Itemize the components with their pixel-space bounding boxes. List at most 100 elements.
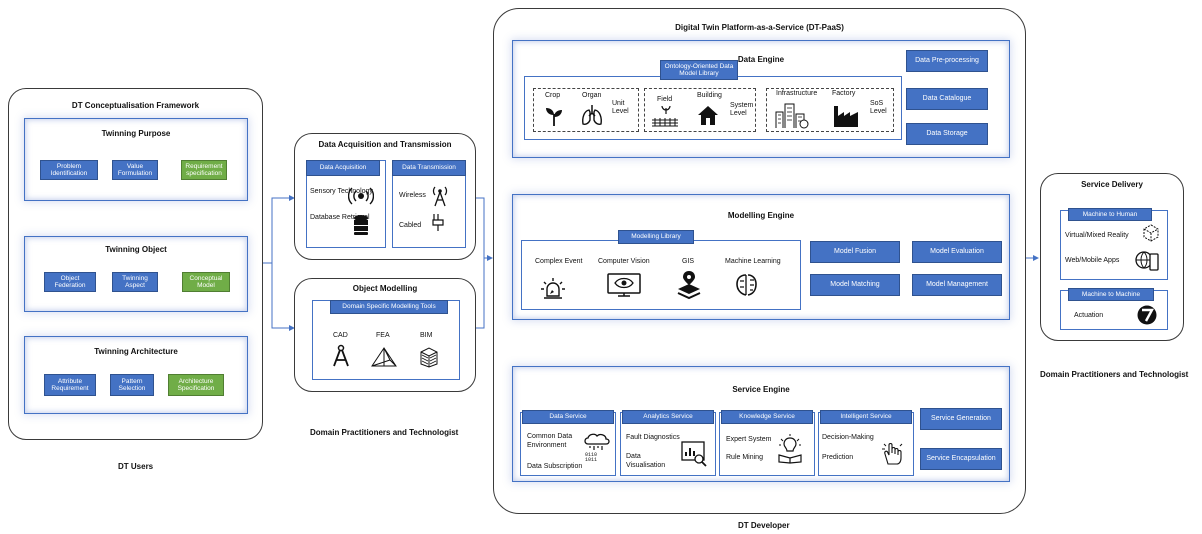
field-farm-icon [652, 105, 678, 127]
platform-title: Digital Twin Platform-as-a-Service (DT-P… [675, 23, 844, 32]
expert-system-label: Expert System [726, 436, 772, 443]
compass-drafting-icon [333, 344, 349, 367]
requirement-specification-box: Requirement specification [181, 160, 227, 180]
vr-cube-icon [1143, 224, 1159, 242]
actuator-gauge-icon [1137, 305, 1157, 325]
common-data-environment-label: Common Data Environment [527, 433, 573, 450]
building-model-icon [420, 347, 438, 368]
framework-title: DT Conceptualisation Framework [71, 101, 200, 110]
svg-text:0110: 0110 [585, 452, 597, 458]
knowledge-service-label: Knowledge Service [721, 410, 813, 424]
plant-sprout-icon [546, 108, 562, 126]
complex-event-label: Complex Event [535, 258, 583, 265]
intelligent-service-label: Intelligent Service [820, 410, 912, 424]
service-engine-title: Service Engine [732, 385, 790, 394]
data-subscription-label: Data Subscription [527, 463, 583, 470]
globe-mobile-icon [1135, 251, 1159, 271]
wireless-tower-icon [432, 186, 448, 207]
system-level-label: System Level [730, 102, 754, 118]
analytics-chart-icon [681, 441, 707, 467]
gis-layers-icon [677, 271, 701, 300]
database-retrieval-label: Database Retrieval [310, 214, 370, 221]
data-storage-button: Data Storage [906, 123, 988, 145]
value-formulation-box: Value Formulation [112, 160, 158, 180]
modelling-tools-label: Domain Specific Modelling Tools [330, 300, 448, 314]
fault-diagnostics-label: Fault Diagnostics [626, 434, 680, 441]
fea-label: FEA [376, 332, 390, 339]
analytics-service-label: Analytics Service [622, 410, 714, 424]
service-encapsulation-button: Service Encapsulation [920, 448, 1002, 470]
lightbulb-book-icon [778, 434, 802, 464]
unit-level-label: Unit Level [612, 100, 629, 116]
cabled-label: Cabled [399, 222, 422, 229]
data-catalogue-button: Data Catalogue [906, 88, 988, 110]
twinning-object-title: Twinning Object [105, 245, 167, 254]
machine-learning-label: Machine Learning [725, 258, 781, 265]
infrastructure-city-icon [775, 103, 809, 129]
machine-to-machine-label: Machine to Machine [1068, 288, 1154, 301]
rule-mining-label: Rule Mining [726, 454, 763, 461]
data-model-library-box [524, 76, 902, 140]
problem-identification-box: Problem Identification [40, 160, 98, 180]
practitioners-right-caption: Domain Practitioners and Technologist [1040, 370, 1189, 379]
attribute-requirement-box: Attribute Requirement [44, 374, 96, 396]
dt-developer-caption: DT Developer [738, 521, 790, 530]
model-fusion-button: Model Fusion [810, 241, 900, 263]
sensor-signal-icon [348, 187, 374, 205]
model-evaluation-button: Model Evaluation [912, 241, 1002, 263]
factory-icon [834, 106, 858, 127]
model-management-button: Model Management [912, 274, 1002, 296]
organ-label: Organ [582, 92, 602, 99]
data-service-label: Data Service [522, 410, 614, 424]
service-delivery-title: Service Delivery [1081, 180, 1143, 189]
factory-label: Factory [832, 90, 856, 97]
practitioners-mid-caption: Domain Practitioners and Technologist [310, 428, 459, 437]
service-generation-button: Service Generation [920, 408, 1002, 430]
system-level-group [644, 88, 756, 132]
model-matching-button: Model Matching [810, 274, 900, 296]
svg-text:1011: 1011 [585, 457, 597, 462]
actuation-label: Actuation [1074, 312, 1104, 319]
lungs-organ-icon [582, 105, 602, 125]
database-icon [354, 215, 368, 235]
data-transmission-label: Data Transmission [392, 160, 466, 176]
cable-plug-icon [432, 214, 444, 231]
object-federation-box: Object Federation [44, 272, 96, 292]
sos-level-label: SoS Level [870, 100, 887, 116]
data-engine-title: Data Engine [737, 55, 785, 64]
modelling-engine-title: Modelling Engine [727, 211, 795, 220]
twinning-purpose-title: Twinning Purpose [101, 129, 171, 138]
data-visualisation-label: Data Visualisation [626, 453, 666, 470]
acquisition-title: Data Acquisition and Transmission [318, 140, 452, 149]
computer-vision-monitor-icon [607, 273, 641, 297]
unit-level-group [533, 88, 639, 132]
field-label: Field [657, 96, 673, 103]
sensory-technology-label: Sensory Technology [310, 188, 373, 195]
virtual-mixed-reality-label: Virtual/Mixed Reality [1065, 232, 1129, 239]
data-acquisition-label: Data Acquisition [306, 160, 380, 176]
infrastructure-label: Infrastructure [776, 90, 818, 97]
crop-label: Crop [545, 92, 561, 99]
architecture-specification-box: Architecture Specification [168, 374, 224, 396]
gis-label: GIS [682, 258, 695, 265]
machine-to-human-label: Machine to Human [1068, 208, 1152, 221]
data-preprocessing-button: Data Pre-processing [906, 50, 988, 72]
computer-vision-label: Computer Vision [598, 258, 650, 265]
alarm-light-icon [541, 278, 565, 299]
pattern-selection-box: Pattern Selection [110, 374, 154, 396]
sos-level-group [766, 88, 894, 132]
conceptual-model-box: Conceptual Model [182, 272, 230, 292]
wireless-label: Wireless [399, 192, 426, 199]
brain-circuit-icon [736, 274, 757, 296]
twinning-architecture-title: Twinning Architecture [94, 347, 178, 356]
cad-label: CAD [333, 332, 348, 339]
hand-touch-icon [882, 442, 903, 465]
twinning-purpose-box: Twinning Purpose [24, 118, 248, 201]
bim-label: BIM [420, 332, 433, 339]
object-modelling-title: Object Modelling [352, 284, 418, 293]
dt-users-caption: DT Users [118, 462, 154, 471]
data-model-library-label: Ontology-Oriented Data Model Library [660, 60, 738, 80]
house-building-icon [698, 106, 718, 125]
mesh-pyramid-icon [371, 347, 397, 367]
prediction-label: Prediction [822, 454, 854, 461]
